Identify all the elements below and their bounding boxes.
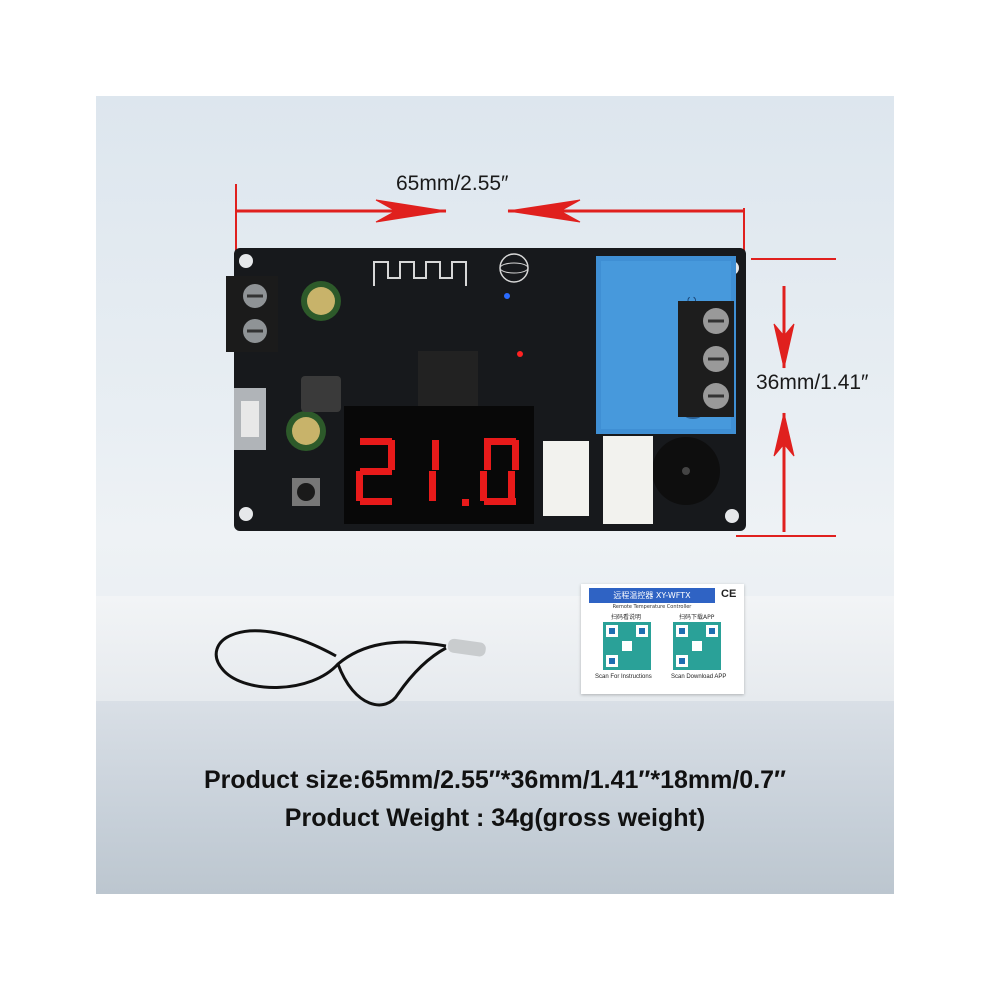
product-weight-caption: Product Weight : 34g(gross weight)	[284, 804, 706, 832]
card-subtitle: Remote Temperature Controller	[612, 604, 692, 610]
pcb-board: SRD-05VDC-SL-C	[226, 248, 746, 531]
qr-right-caption: Scan Download APP	[671, 674, 727, 680]
qr-left-caption: Scan For Instructions	[595, 674, 652, 680]
qr-code-instructions	[603, 622, 651, 670]
ce-mark: CE	[721, 588, 737, 600]
qr-left-label: 扫码看说明	[611, 614, 642, 621]
dimension-arrows	[235, 184, 836, 537]
instruction-card: 远程温控器 XY-WFTX Remote Temperature Control…	[581, 584, 744, 694]
temperature-probe	[214, 629, 486, 707]
qr-code-app-download	[673, 622, 721, 670]
shelf-front-surface	[96, 701, 894, 894]
qr-right-label: 扫码下载APP	[679, 614, 715, 621]
product-size-caption: Product size:65mm/2.55″*36mm/1.41″*18mm/…	[203, 766, 787, 794]
seven-segment-display	[356, 438, 519, 506]
card-title: 远程温控器 XY-WFTX	[589, 588, 715, 603]
shelf-top-surface	[96, 596, 894, 701]
length-dimension-label: 65mm/2.55″	[396, 172, 509, 195]
product-photo: 65mm/2.55″ 36mm/1.41″ SRD-05VDC-SL-C	[96, 96, 894, 894]
height-dimension-label: 36mm/1.41″	[756, 371, 869, 394]
